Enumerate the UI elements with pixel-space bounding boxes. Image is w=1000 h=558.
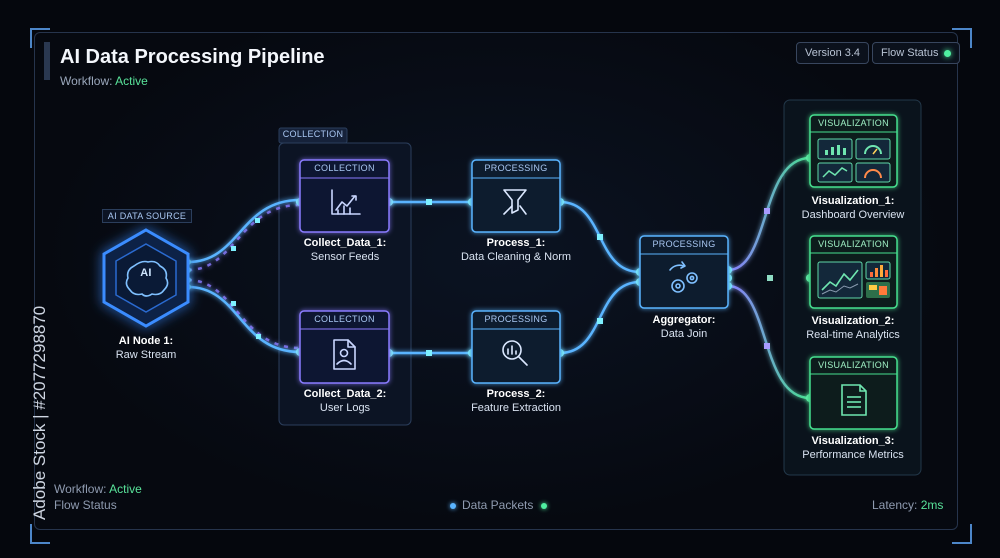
process2-label[interactable]: Process_2: Feature Extraction xyxy=(436,387,596,415)
latency-value: 2ms xyxy=(920,498,944,512)
collect2-desc: User Logs xyxy=(319,402,371,414)
viz3-desc: Performance Metrics xyxy=(802,449,904,461)
tools-icon xyxy=(503,189,527,215)
footer-flow-status: Flow Status xyxy=(54,498,117,512)
ai-source-node xyxy=(102,228,190,328)
packet-dot-icon xyxy=(541,502,548,509)
workflow-label: Workflow: xyxy=(60,74,113,88)
workflow-value: Active xyxy=(115,74,148,88)
aggregator-tag: PROCESSING xyxy=(652,239,716,249)
collect2-name: Collect_Data_2: xyxy=(303,388,387,400)
frame-corner xyxy=(952,524,972,544)
collect1-label[interactable]: Collect_Data_1: Sensor Feeds xyxy=(265,236,425,264)
viz1-tag: VISUALIZATION xyxy=(818,118,889,128)
page-title: AI Data Processing Pipeline xyxy=(60,46,325,68)
ai-icon-text: AI xyxy=(140,267,152,279)
process2-desc: Feature Extraction xyxy=(471,402,561,414)
analytics-icon xyxy=(817,261,891,299)
document-user-icon xyxy=(333,339,356,370)
footer-latency: Latency: 2ms xyxy=(872,498,943,512)
process1-label[interactable]: Process_1: Data Cleaning & Norm xyxy=(436,236,596,264)
status-dot-icon xyxy=(944,49,952,57)
viz2-label[interactable]: Visualization_2: Real-time Analytics xyxy=(773,314,933,342)
gears-icon xyxy=(669,261,698,293)
frame-corner xyxy=(30,524,50,544)
viz1-name: Visualization_1: xyxy=(811,195,895,207)
frame-corner xyxy=(952,28,972,48)
viz3-label[interactable]: Visualization_3: Performance Metrics xyxy=(773,434,933,462)
viz3-name: Visualization_3: xyxy=(811,435,895,447)
flow-status-label: Flow Status xyxy=(881,47,939,59)
viz1-label[interactable]: Visualization_1: Dashboard Overview xyxy=(773,194,933,222)
collect2-label[interactable]: Collect_Data_2: User Logs xyxy=(265,387,425,415)
source-name: AI Node 1: xyxy=(118,335,174,347)
source-label[interactable]: AI Node 1: Raw Stream xyxy=(66,334,226,362)
aggregator-desc: Data Join xyxy=(660,328,708,340)
collect2-tag: COLLECTION xyxy=(314,314,375,324)
report-icon xyxy=(841,384,867,416)
stock-watermark: Adobe Stock | #2077298870 xyxy=(30,305,49,520)
data-packet-markers xyxy=(231,199,773,356)
chart-icon xyxy=(331,189,361,215)
aggregator-name: Aggregator: xyxy=(652,314,716,326)
workflow-status: Workflow: Active xyxy=(60,74,148,88)
latency-label: Latency: xyxy=(872,498,918,512)
connector-lines xyxy=(187,156,811,400)
process1-name: Process_1: xyxy=(486,237,546,249)
source-desc: Raw Stream xyxy=(115,349,177,361)
packet-dot-icon xyxy=(450,502,456,509)
viz2-name: Visualization_2: xyxy=(811,315,895,327)
collect1-name: Collect_Data_1: xyxy=(303,237,387,249)
collection-group-tag: COLLECTION xyxy=(282,129,344,139)
title-accent xyxy=(44,42,50,80)
process2-name: Process_2: xyxy=(486,388,546,400)
process1-desc: Data Cleaning & Norm xyxy=(460,251,572,263)
version-badge: Version 3.4 xyxy=(796,42,870,64)
flow-status-badge[interactable]: Flow Status xyxy=(872,42,961,64)
brain-icon xyxy=(125,260,169,297)
viz2-tag: VISUALIZATION xyxy=(818,239,889,249)
footer-workflow-value: Active xyxy=(109,482,142,496)
viz3-tag: VISUALIZATION xyxy=(818,360,889,370)
frame-corner xyxy=(30,28,50,48)
process2-tag: PROCESSING xyxy=(484,314,548,324)
magnifier-chart-icon xyxy=(502,340,528,366)
viz1-desc: Dashboard Overview xyxy=(801,209,905,221)
process1-tag: PROCESSING xyxy=(484,163,548,173)
footer-data-packets: Data Packets xyxy=(450,498,548,512)
footer-workflow: Workflow: Active xyxy=(54,482,142,496)
dashboard-icon xyxy=(817,138,891,183)
aggregator-label[interactable]: Aggregator: Data Join xyxy=(604,313,764,341)
viz2-desc: Real-time Analytics xyxy=(806,329,900,341)
collect1-desc: Sensor Feeds xyxy=(310,251,380,263)
collect1-tag: COLLECTION xyxy=(314,163,375,173)
footer-workflow-label: Workflow: xyxy=(54,482,107,496)
data-packets-label: Data Packets xyxy=(462,498,534,512)
source-tag: AI DATA SOURCE xyxy=(102,209,192,223)
